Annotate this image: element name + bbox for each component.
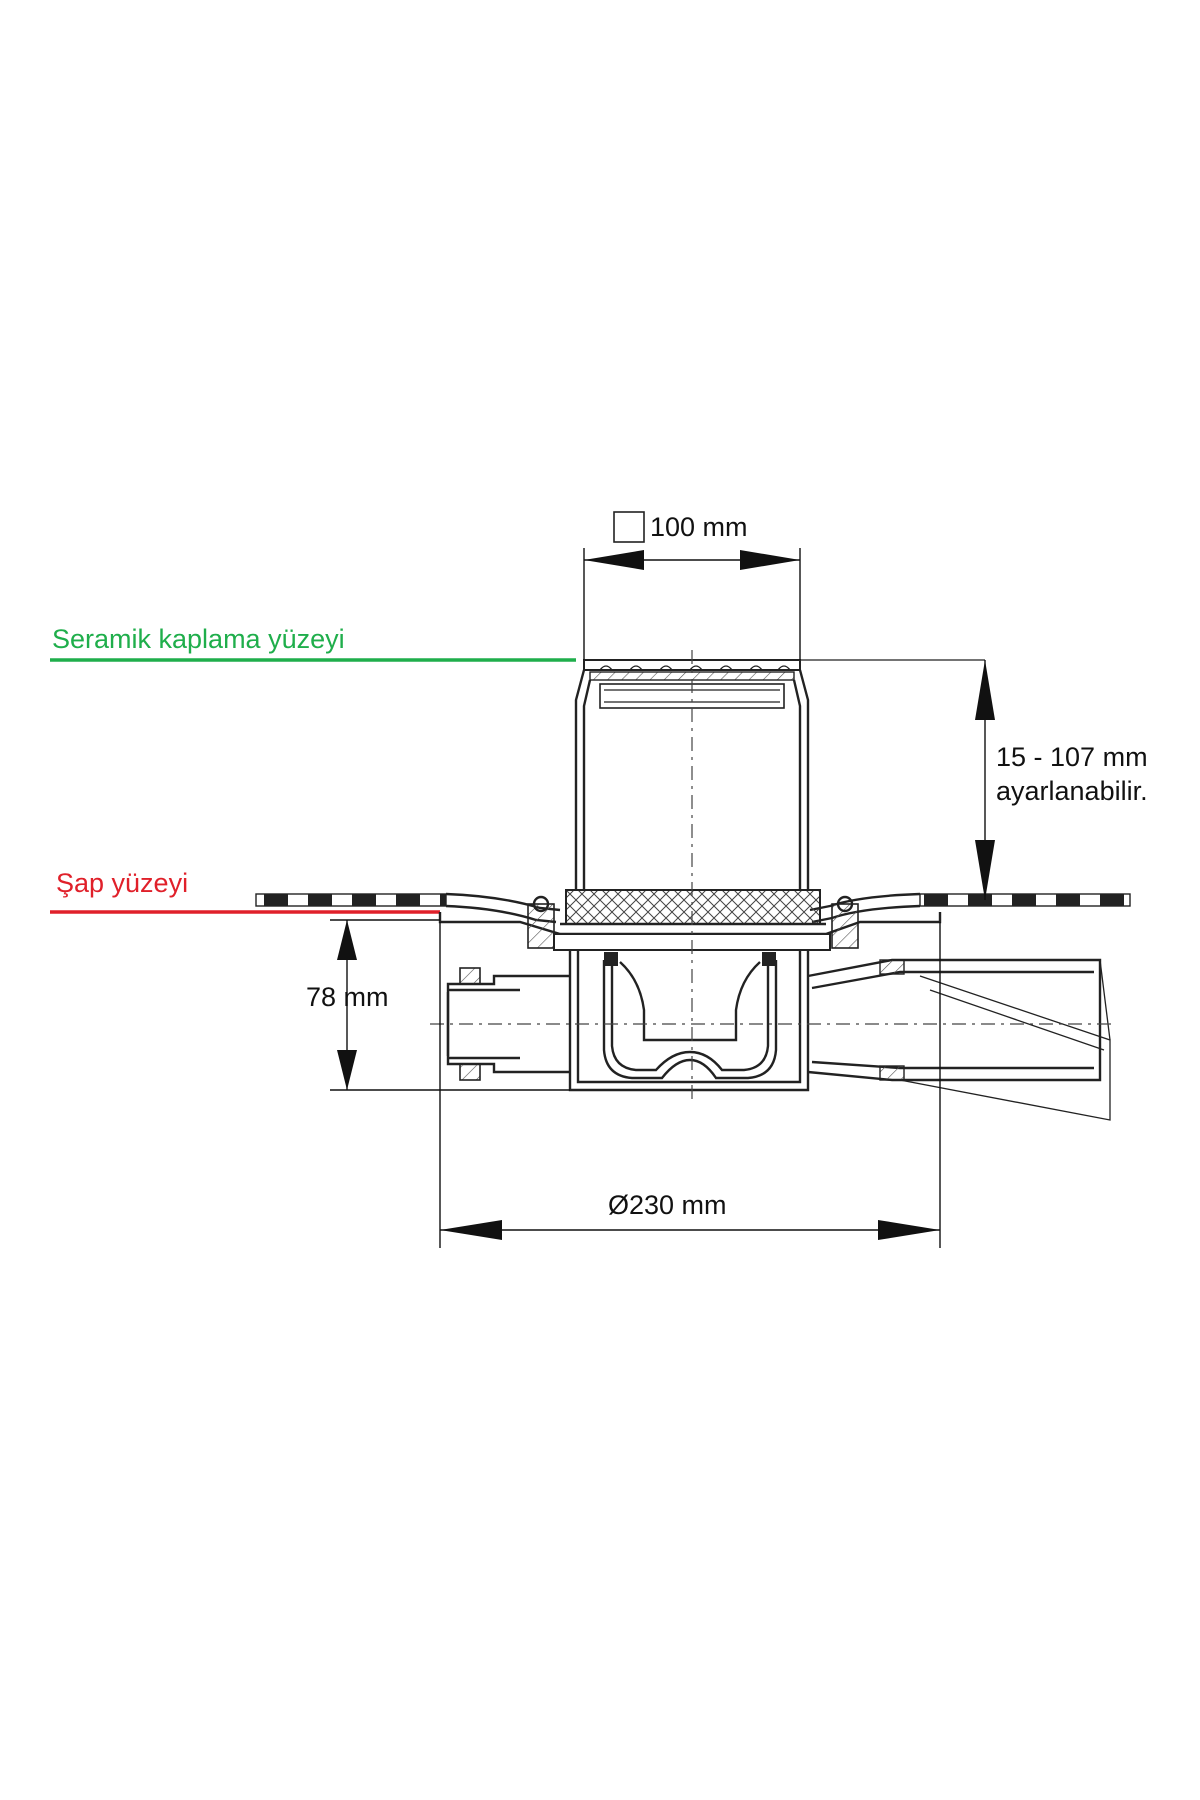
right-outlet-pipe <box>807 958 1111 1121</box>
ceramic-surface-label: Seramik kaplama yüzeyi <box>52 624 345 654</box>
grate-size-dimension <box>583 511 801 660</box>
drain-body <box>568 950 810 1092</box>
screed-surface-label: Şap yüzeyi <box>56 868 188 898</box>
flange-diameter-dimension <box>439 922 941 1248</box>
left-inlet-pipe <box>446 967 570 1081</box>
adjustable-height-dimension <box>975 660 995 900</box>
adjustable-note-label: ayarlanabilir. <box>996 776 1148 806</box>
square-symbol-icon <box>613 511 645 543</box>
sealing-membrane <box>255 892 1131 924</box>
adjustable-riser <box>560 669 826 926</box>
outlet-height-dimension <box>330 919 570 1091</box>
adjustable-range-label: 15 - 107 mm <box>996 742 1148 772</box>
flange-diameter-label: Ø230 mm <box>608 1190 727 1220</box>
grate-size-label: 100 mm <box>650 512 748 542</box>
centre-axes <box>430 650 1112 1100</box>
outlet-height-label: 78 mm <box>306 982 389 1012</box>
